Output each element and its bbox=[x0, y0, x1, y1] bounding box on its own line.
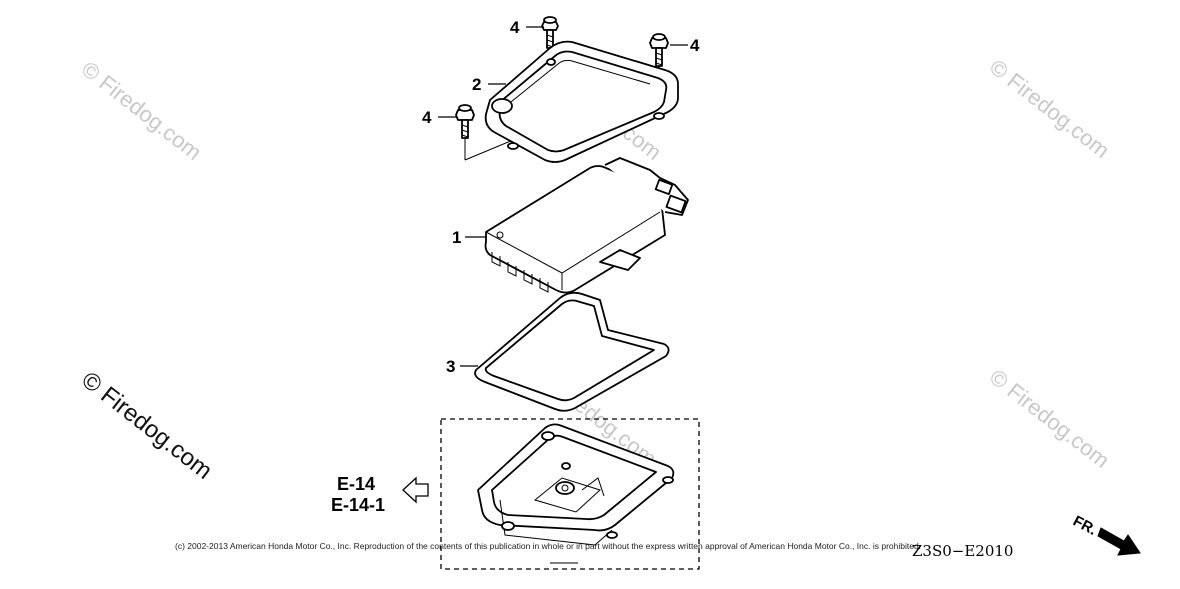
reference-line-1: E-14 bbox=[337, 474, 375, 494]
watermark-text: © Firedog.com bbox=[985, 54, 1114, 163]
cover bbox=[484, 40, 679, 163]
callout-module: 1 bbox=[452, 228, 461, 247]
watermark-mid-right: © Firedog.com bbox=[985, 364, 1114, 473]
diagram-code: Z3S0−E2010 bbox=[912, 542, 1013, 560]
watermark-text: © Firedog.com bbox=[76, 366, 217, 484]
front-direction-indicator: FR. bbox=[1070, 513, 1141, 556]
watermark-text: © Firedog.com bbox=[985, 364, 1114, 473]
reference-line-2: E-14-1 bbox=[331, 495, 385, 515]
front-arrow-icon bbox=[1097, 527, 1141, 556]
callout-bolt-top: 4 bbox=[510, 18, 520, 37]
reference-arrow-icon bbox=[402, 476, 429, 504]
leader-lines bbox=[438, 26, 688, 367]
callout-cover: 2 bbox=[472, 75, 481, 94]
watermark-top-left: © Firedog.com bbox=[77, 56, 206, 165]
callout-bolt-right: 4 bbox=[690, 36, 700, 55]
callout-bolt-left: 4 bbox=[422, 108, 432, 127]
watermark-text: © Firedog.com bbox=[77, 56, 206, 165]
bolt-top bbox=[541, 16, 559, 58]
bolt-right bbox=[649, 33, 669, 110]
watermark-top-right: © Firedog.com bbox=[985, 54, 1114, 163]
base-reference-box bbox=[440, 418, 700, 570]
bolt-left bbox=[455, 104, 514, 161]
callout-gasket: 3 bbox=[446, 357, 455, 376]
watermark-bottom-left: © Firedog.com bbox=[76, 366, 217, 484]
front-label: FR. bbox=[1070, 513, 1099, 539]
copyright-text: (c) 2002-2013 American Honda Motor Co., … bbox=[175, 541, 921, 551]
gasket bbox=[474, 291, 670, 412]
control-module bbox=[484, 157, 689, 294]
